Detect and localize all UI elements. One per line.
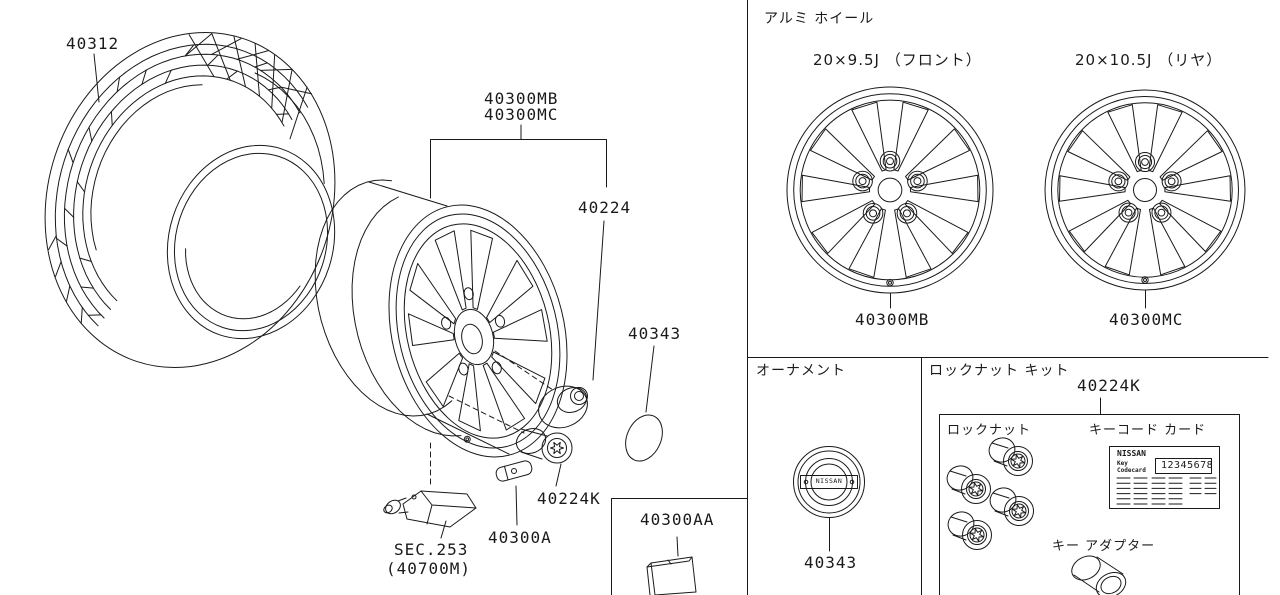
part-label-lug-nut[interactable]: 40224 xyxy=(578,198,632,217)
rear-wheel-size-label: 20×10.5J （リヤ） xyxy=(1075,51,1223,69)
part-label-lock-nut[interactable]: 40224K xyxy=(537,489,601,508)
part-label-rear-wheel[interactable]: 40300MC xyxy=(1109,310,1184,329)
part-label-ornament-panel[interactable]: 40343 xyxy=(804,553,858,572)
key-code-card-label: キーコード カード xyxy=(1089,423,1207,438)
key-adapter-label: キー アダプター xyxy=(1052,539,1156,554)
part-label-front-wheel[interactable]: 40300MB xyxy=(855,310,930,329)
nissan-cap-logo: NISSAN xyxy=(815,477,843,485)
key-card-number: 12345678 xyxy=(1161,460,1214,471)
key-card-line2: Codecard xyxy=(1117,467,1146,474)
part-label-weight-aa[interactable]: 40300AA xyxy=(640,510,715,529)
front-wheel-size-label: 20×9.5J （フロント） xyxy=(813,51,982,69)
lock-nut-label: ロックナット xyxy=(947,423,1032,438)
ornament-panel-title: オーナメント xyxy=(756,363,846,379)
key-card-line1: Key xyxy=(1117,460,1128,467)
part-label-sensor-section[interactable]: SEC.253 xyxy=(394,540,469,559)
part-label-wheel-mb[interactable]: 40300MB xyxy=(484,89,559,108)
key-card-brand: NISSAN xyxy=(1117,449,1146,458)
lock-nut-kit-panel-title: ロックナット キット xyxy=(929,363,1070,379)
part-label-ornament[interactable]: 40343 xyxy=(628,324,682,343)
part-label-tire[interactable]: 40312 xyxy=(66,34,120,53)
part-label-lock-nut-kit[interactable]: 40224K xyxy=(1077,376,1141,395)
part-label-sensor-ref[interactable]: (40700M) xyxy=(386,559,472,578)
part-label-wheel-mc[interactable]: 40300MC xyxy=(484,105,559,124)
part-label-balance-weight[interactable]: 40300A xyxy=(488,528,552,547)
alloy-wheel-panel-title: アルミ ホイール xyxy=(764,11,875,27)
